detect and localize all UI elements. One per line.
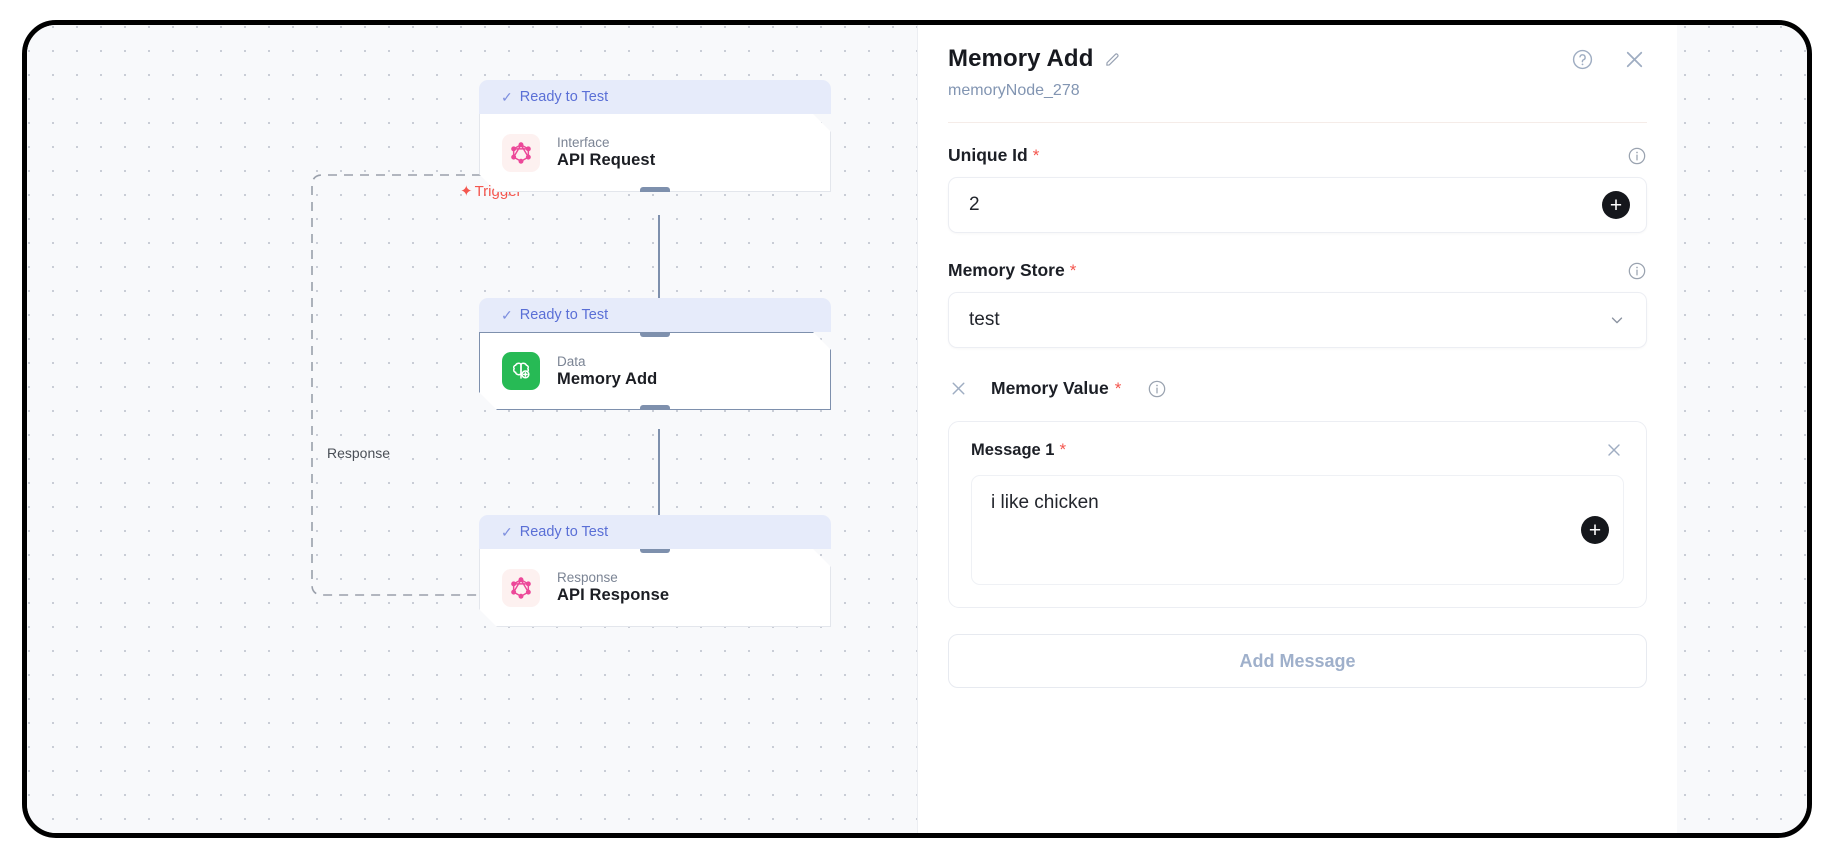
chevron-down-icon[interactable] [1608, 311, 1626, 329]
node-status-label: Ready to Test [519, 524, 609, 540]
edge-feedback-path [311, 174, 497, 596]
unique-id-value: 2 [969, 194, 980, 215]
unique-id-label-row: Unique Id * [948, 145, 1647, 166]
node-title: API Response [557, 586, 670, 604]
device-frame: ✦ Trigger Response ✓ Ready to Test [22, 20, 1812, 838]
remove-memory-value-icon[interactable] [948, 378, 969, 399]
memory-value-header: Memory Value * [948, 378, 1647, 399]
panel-divider [948, 122, 1647, 123]
graphql-icon [502, 569, 540, 607]
memory-store-value: test [969, 309, 1000, 330]
node-status-badge: ✓ Ready to Test [479, 80, 831, 114]
message-header: Message 1 * [971, 440, 1624, 460]
message-card: Message 1 * i like chicken + [948, 421, 1647, 608]
node-title: API Request [557, 151, 656, 169]
node-body[interactable]: Response API Response [479, 549, 831, 627]
unique-id-input[interactable]: 2 + [948, 177, 1647, 233]
memory-store-label: Memory Store [948, 260, 1065, 280]
node-text: Interface API Request [557, 135, 655, 170]
panel-title-row: Memory Add [948, 45, 1647, 73]
pencil-icon[interactable] [1104, 51, 1121, 68]
memory-store-select[interactable]: test [948, 292, 1647, 348]
panel-header-actions [1571, 47, 1647, 72]
memory-store-label-row: Memory Store * [948, 260, 1647, 281]
node-text: Response API Response [557, 570, 669, 605]
node-handle-bottom[interactable] [640, 405, 670, 413]
node-handle-top[interactable] [640, 329, 670, 337]
unique-id-label: Unique Id [948, 145, 1028, 165]
panel-body: Unique Id * 2 + Memory Store * [918, 123, 1677, 688]
node-id-label: memoryNode_278 [948, 82, 1080, 99]
help-circle-icon[interactable] [1571, 48, 1594, 71]
check-icon: ✓ [501, 523, 513, 540]
plus-icon[interactable]: + [1581, 516, 1609, 544]
node-api-response[interactable]: ✓ Ready to Test [479, 515, 831, 627]
add-message-button[interactable]: Add Message [948, 634, 1647, 688]
node-api-request[interactable]: ✓ Ready to Test [479, 80, 831, 192]
node-category: Data [557, 353, 586, 369]
info-icon[interactable] [1627, 146, 1647, 166]
close-icon[interactable] [1622, 47, 1647, 72]
node-handle-bottom[interactable] [640, 187, 670, 195]
node-category: Response [557, 570, 618, 585]
page-title: Memory Add [948, 45, 1094, 72]
plus-icon[interactable]: + [1602, 191, 1630, 219]
node-category: Interface [557, 135, 610, 150]
node-text: Data Memory Add [557, 354, 657, 389]
required-marker: * [1059, 440, 1067, 459]
check-icon: ✓ [501, 306, 513, 323]
node-status-badge: ✓ Ready to Test [479, 298, 831, 332]
required-marker: * [1114, 378, 1122, 398]
node-title: Memory Add [557, 369, 658, 388]
brain-plus-icon [502, 352, 540, 390]
panel-header: Memory Add [918, 25, 1677, 100]
lightning-bolt-icon: ✦ [460, 183, 473, 200]
node-body[interactable]: Interface API Request [479, 114, 831, 192]
node-body[interactable]: Data Memory Add [479, 332, 831, 410]
node-handle-top[interactable] [640, 545, 670, 553]
remove-message-icon[interactable] [1604, 440, 1624, 460]
node-memory-add[interactable]: ✓ Ready to Test Data Memory Add [479, 298, 831, 410]
edge-label-response: Response [327, 445, 391, 461]
message-textarea[interactable]: i like chicken + [971, 475, 1624, 585]
required-marker: * [1032, 145, 1040, 165]
node-status-badge: ✓ Ready to Test [479, 515, 831, 549]
message-label: Message 1 [971, 440, 1055, 459]
graphql-icon [502, 134, 540, 172]
node-status-label: Ready to Test [519, 307, 609, 323]
info-icon[interactable] [1147, 379, 1167, 399]
node-status-label: Ready to Test [519, 89, 609, 105]
node-config-panel: Memory Add [917, 25, 1677, 833]
required-marker: * [1069, 260, 1077, 280]
check-icon: ✓ [501, 88, 513, 105]
memory-value-label: Memory Value [991, 378, 1109, 398]
message-value: i like chicken [991, 492, 1099, 513]
info-icon[interactable] [1627, 261, 1647, 281]
